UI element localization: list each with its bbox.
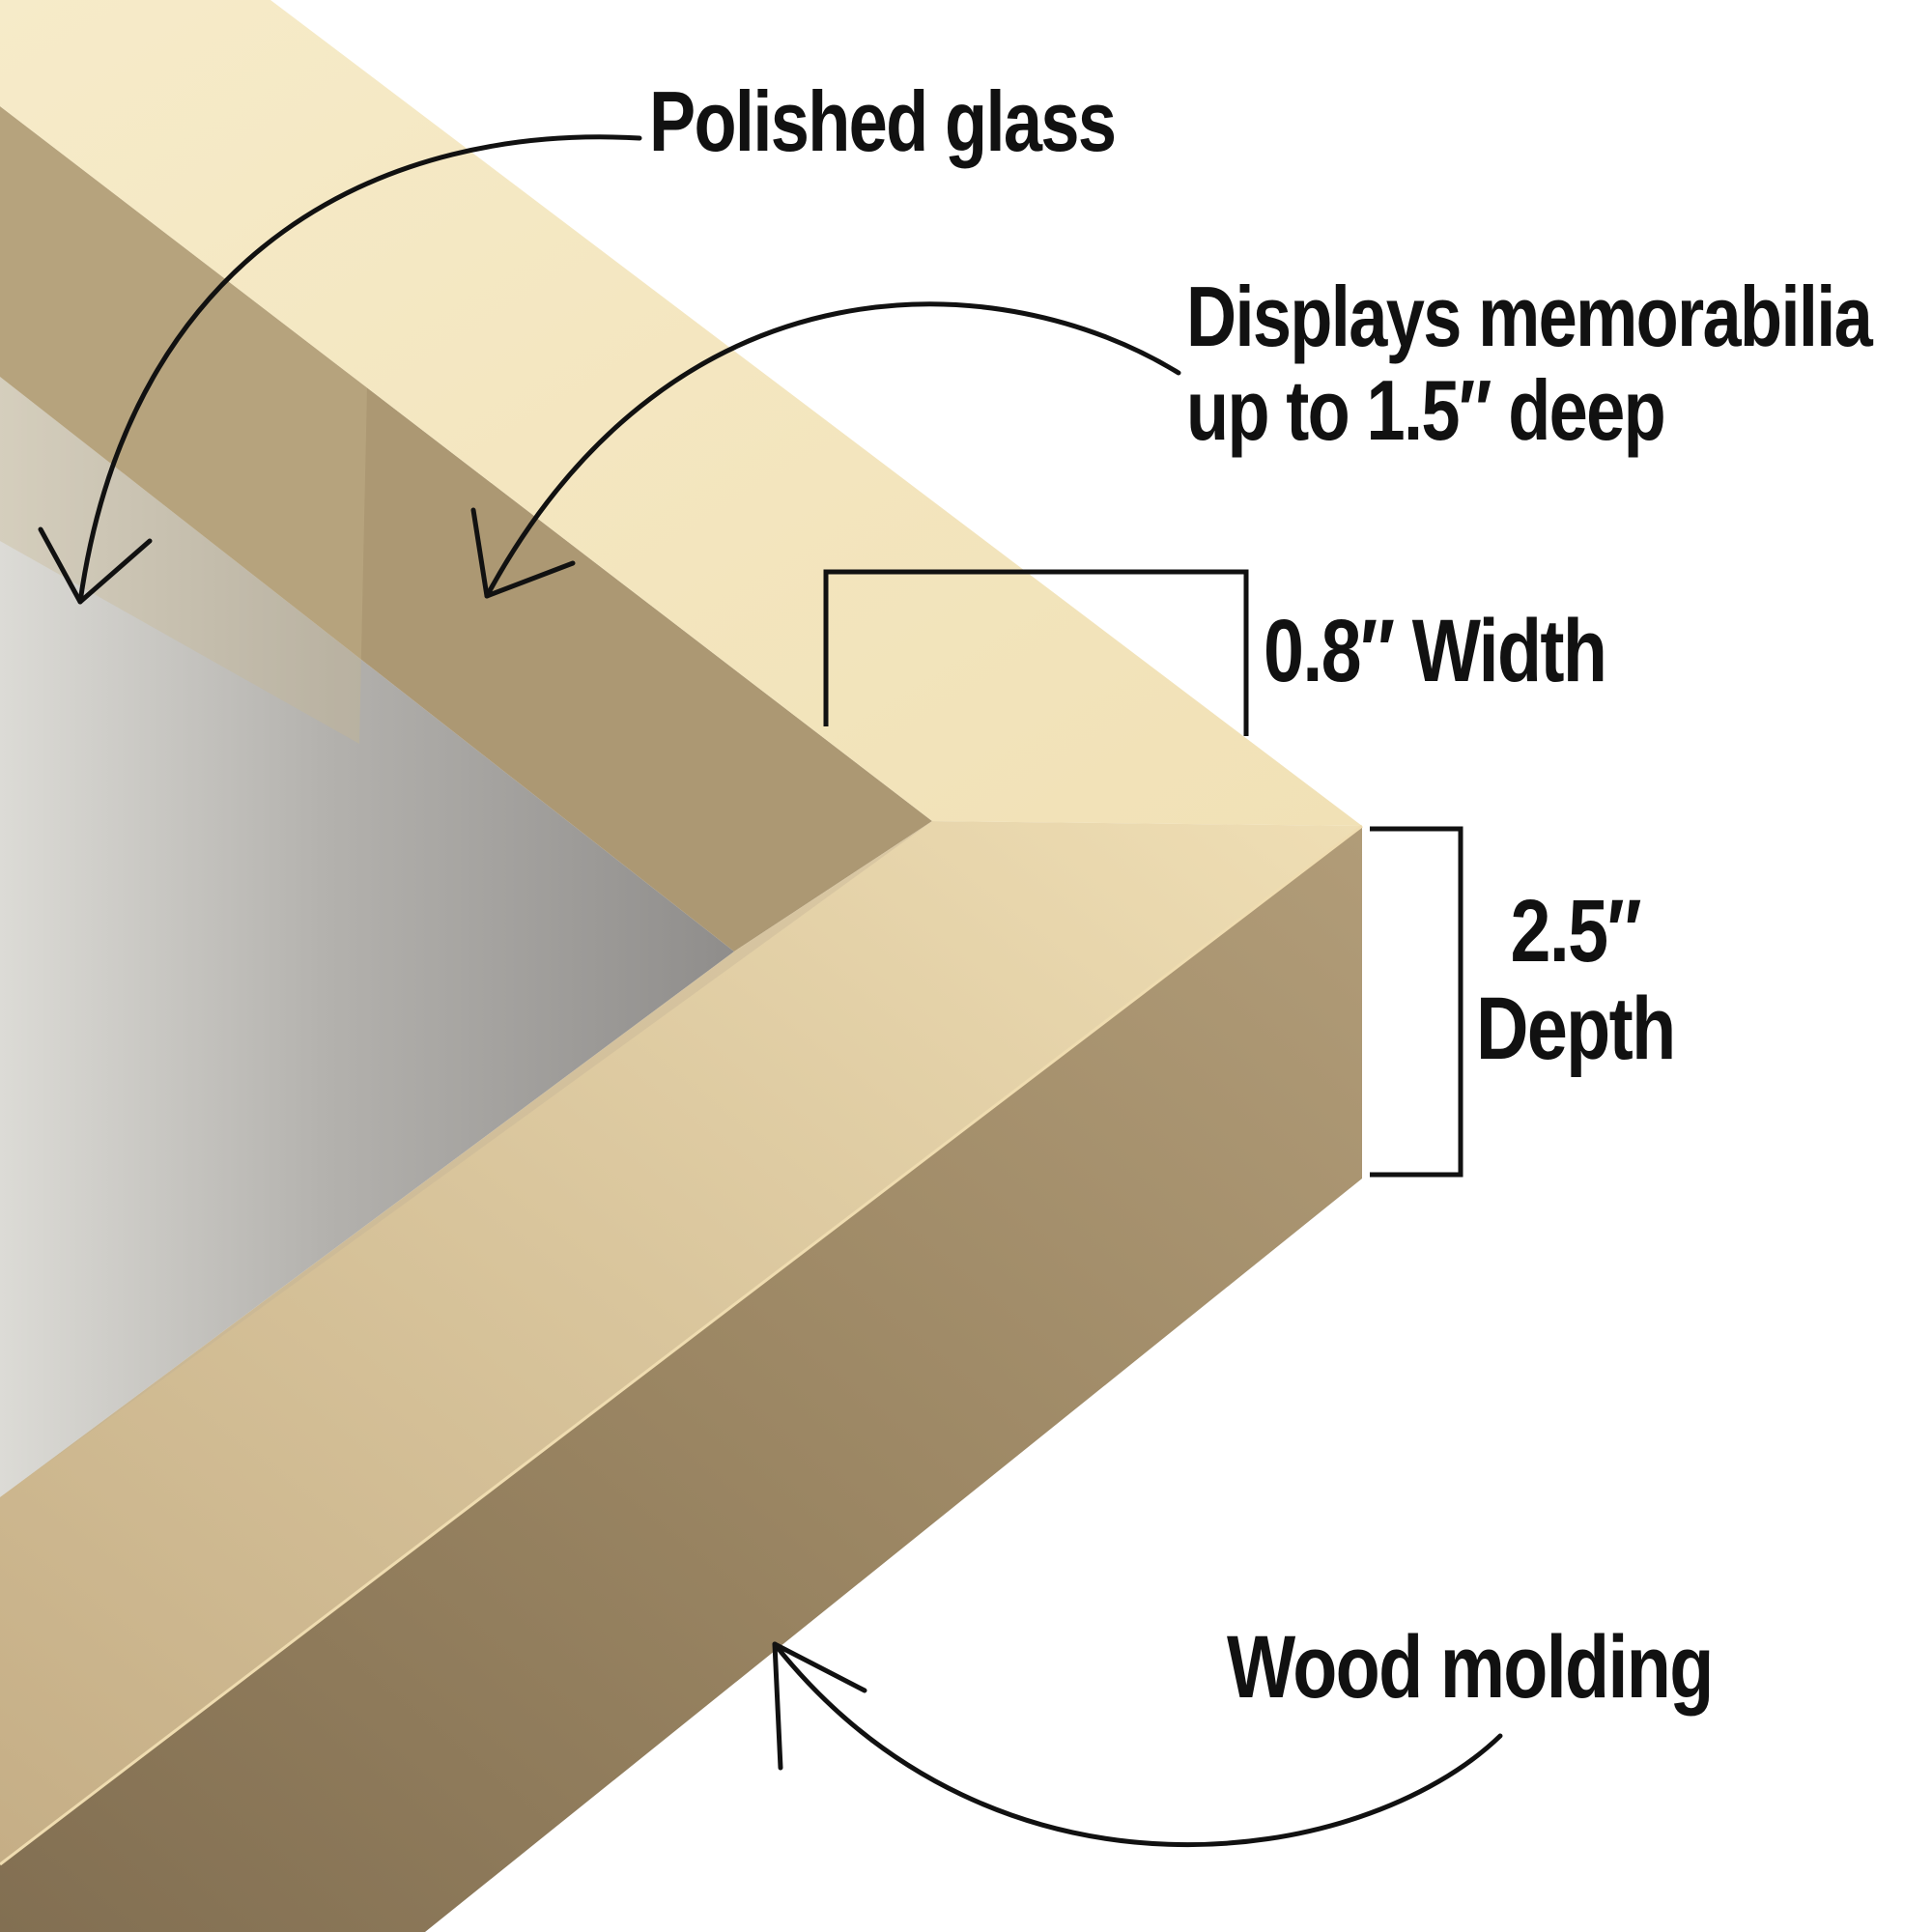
moulding-side-face [0, 826, 1362, 1932]
polished-glass-label: Polished glass [649, 73, 1117, 169]
glass-reflection [0, 106, 367, 744]
depth-value: 2.5″ [1510, 882, 1642, 980]
depth-bracket-icon [1370, 826, 1463, 1178]
depth-word: Depth [1476, 980, 1676, 1079]
curved-arrow-icon [470, 301, 1181, 599]
width-bracket-icon [823, 569, 1249, 736]
wood-molding-label: Wood molding [1227, 1618, 1714, 1717]
display-depth-line-2: up to 1.5″ deep [1186, 361, 1666, 458]
inner-wall-top [0, 106, 932, 952]
backing-board [0, 377, 734, 1497]
width-label: 0.8″ Width [1264, 602, 1607, 700]
depth-label: 2.5″ Depth [1476, 882, 1676, 1079]
curved-arrow-icon [38, 134, 642, 605]
display-depth-line-1: Displays memorabilia [1186, 269, 1873, 364]
curved-arrow-icon [772, 1641, 1503, 1848]
display-depth-label: Displays memorabilia up to 1.5″ deep [1186, 269, 1873, 458]
moulding-front-upper [0, 0, 1362, 826]
